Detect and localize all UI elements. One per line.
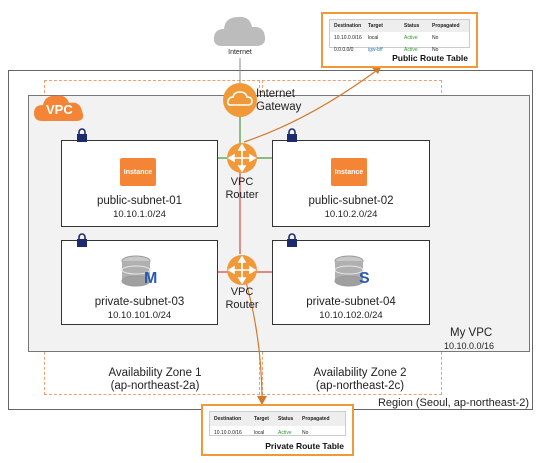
- internet-gateway-label-1: Internet: [256, 88, 295, 100]
- vpc-badge-text: VPC: [46, 102, 73, 117]
- router-1-label-1: VPC: [230, 176, 254, 188]
- table-cell: 0.0.0.0/0: [334, 47, 354, 53]
- table-cell: 10.10.0.0/16: [214, 429, 242, 436]
- az-2-label-1: Availability Zone 2: [313, 367, 407, 379]
- table-cell: 10.10.0.0/16: [334, 35, 362, 41]
- slave-letter: S: [359, 270, 370, 287]
- subnet-cidr: 10.10.2.0/24: [324, 209, 378, 220]
- table-row: 10.10.0.0/16 local Active No: [210, 426, 345, 439]
- lock-icon: [77, 233, 87, 247]
- column-header: Propagated: [302, 416, 330, 422]
- vpc-router-icon: [227, 255, 257, 285]
- table-cell: local: [254, 429, 265, 436]
- table-row: 10.10.0.0/16 local Active No: [330, 32, 469, 44]
- az-1-label-2: (ap-northeast-2a): [110, 380, 200, 392]
- instance-label: Instance: [334, 168, 364, 176]
- table-cell: Active: [404, 47, 418, 53]
- table-cell: local: [368, 35, 379, 41]
- internet-label: Internet: [228, 49, 252, 56]
- route-table-grid: Destination Target Status Propagated 10.…: [329, 19, 470, 53]
- subnet-private-03: M private-subnet-03 10.10.101.0/24: [61, 240, 218, 325]
- column-header: Target: [254, 416, 269, 422]
- table-cell: No: [432, 47, 439, 53]
- vpc-router-icon: [227, 143, 257, 173]
- column-header: Target: [368, 23, 383, 29]
- column-header: Propagated: [432, 23, 460, 29]
- vpc-name: My VPC: [450, 327, 493, 339]
- instance-label: Instance: [123, 168, 153, 176]
- table-header: Destination Target Status Propagated: [330, 20, 469, 32]
- subnet-cidr: 10.10.101.0/24: [107, 310, 172, 321]
- table-header: Destination Target Status Propagated: [210, 412, 345, 426]
- ec2-instance-icon: Instance: [331, 158, 367, 186]
- subnet-name: private-subnet-04: [306, 296, 396, 308]
- private-route-table: Destination Target Status Propagated 10.…: [201, 404, 354, 456]
- internet-gateway-icon: [223, 83, 257, 117]
- table-cell: No: [432, 35, 439, 41]
- az-2-label-2: (ap-northeast-2c): [315, 380, 405, 392]
- lock-icon: [77, 128, 87, 142]
- cloud-icon: [34, 95, 84, 121]
- router-2-label-2: Router: [225, 299, 259, 311]
- subnet-name: private-subnet-03: [94, 296, 185, 308]
- region-label: Region (Seoul, ap-northeast-2): [377, 397, 529, 409]
- ec2-instance-icon: Instance: [120, 158, 156, 186]
- router-2-label-1: VPC: [230, 286, 254, 298]
- column-header: Destination: [334, 23, 362, 29]
- column-header: Destination: [214, 416, 242, 422]
- internet-gateway-label-2: Gateway: [256, 101, 302, 113]
- router-1-label-2: Router: [225, 189, 259, 201]
- subnet-cidr: 10.10.1.0/24: [113, 209, 166, 220]
- column-header: Status: [278, 416, 294, 422]
- column-header: Status: [404, 23, 420, 29]
- route-table-title: Private Route Table: [265, 441, 344, 451]
- subnet-name: public-subnet-02: [308, 195, 394, 207]
- subnet-cidr: 10.10.102.0/24: [319, 310, 383, 321]
- vpc-badge: VPC: [34, 93, 86, 123]
- subnet-name: public-subnet-01: [96, 195, 183, 207]
- table-cell: No: [302, 429, 309, 436]
- table-row: 0.0.0.0/0 igw-bff Active No: [330, 44, 469, 56]
- az-1-label-1: Availability Zone 1: [108, 367, 202, 379]
- table-cell: igw-bff: [368, 47, 383, 53]
- subnet-public-01: Instance public-subnet-01 10.10.1.0/24: [61, 140, 218, 227]
- table-cell: Active: [404, 35, 418, 41]
- table-cell: Active: [278, 429, 292, 436]
- route-table-grid: Destination Target Status Propagated 10.…: [209, 411, 346, 436]
- vpc-cidr: 10.10.0.0/16: [444, 341, 495, 351]
- lock-icon: [287, 233, 297, 247]
- subnet-private-04: S private-subnet-04 10.10.102.0/24: [272, 240, 430, 325]
- master-letter: M: [144, 270, 158, 287]
- database-icon: [121, 255, 151, 287]
- database-icon: [334, 255, 364, 287]
- route-table-title: Public Route Table: [392, 53, 468, 63]
- internet-cloud: [212, 10, 268, 50]
- subnet-public-02: Instance public-subnet-02 10.10.2.0/24: [272, 140, 430, 227]
- lock-icon: [287, 128, 297, 142]
- cloud-icon: [213, 16, 266, 46]
- public-route-table: Destination Target Status Propagated 10.…: [321, 12, 478, 68]
